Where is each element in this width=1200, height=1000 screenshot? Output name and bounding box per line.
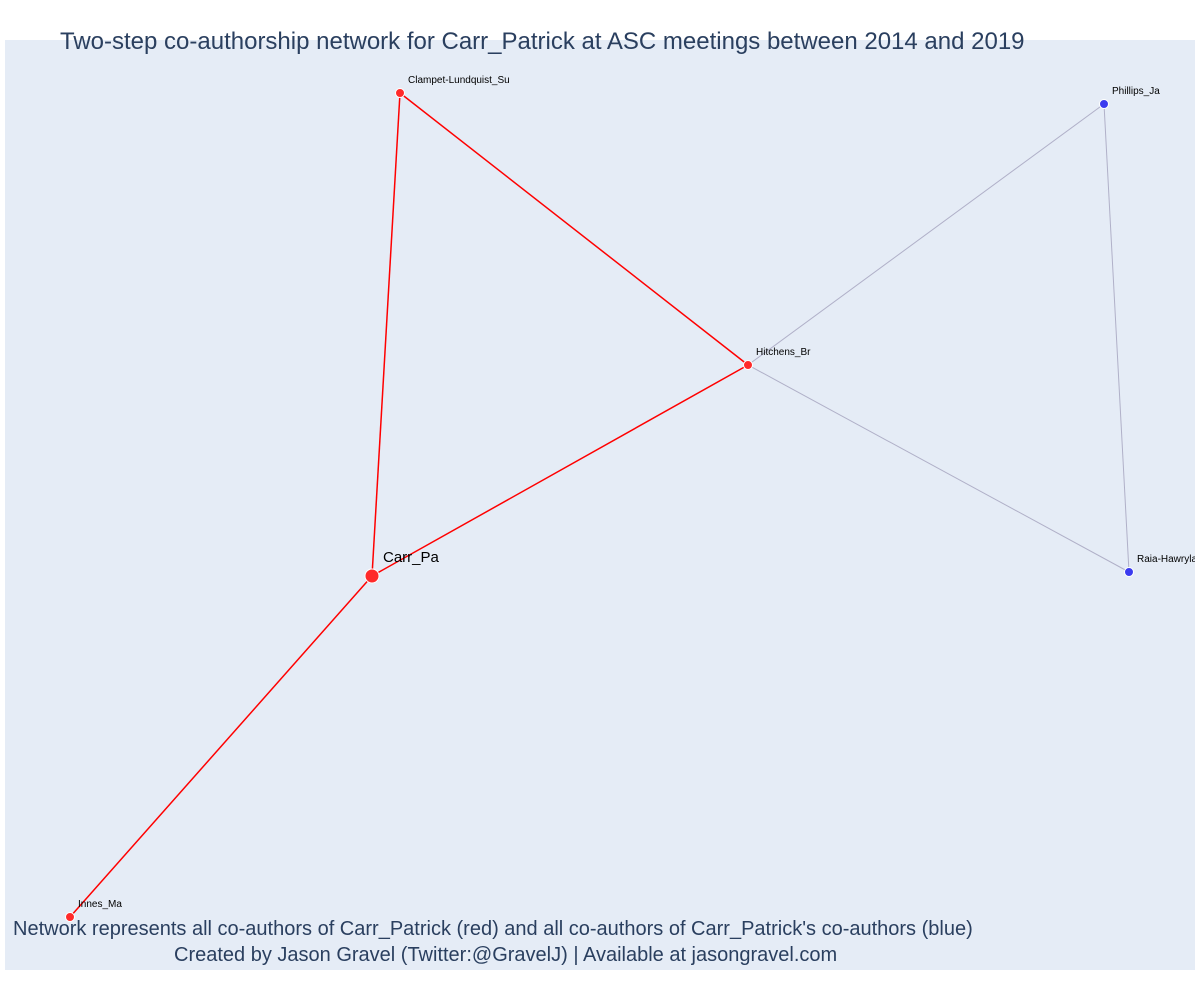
node-label-innes: Innes_Ma <box>78 899 122 910</box>
edges-layer <box>69 92 1130 918</box>
caption-line-2: Created by Jason Gravel (Twitter:@Gravel… <box>174 944 838 966</box>
edge-carr-hitchens <box>371 364 749 577</box>
nodes-layer <box>65 88 1134 922</box>
edge-hitchens-raia <box>747 364 1130 573</box>
node-carr[interactable] <box>364 568 380 584</box>
edge-carr-innes <box>69 575 373 918</box>
node-raia[interactable] <box>1124 567 1134 577</box>
node-label-raia: Raia-Hawrylak_Am <box>1137 554 1200 565</box>
edge-phillips-raia <box>1103 103 1130 573</box>
node-hitchens[interactable] <box>743 360 753 370</box>
node-label-phillips: Phillips_Ja <box>1112 86 1160 97</box>
node-phillips[interactable] <box>1099 99 1109 109</box>
node-label-hitchens: Hitchens_Br <box>756 347 811 358</box>
node-label-clampet: Clampet-Lundquist_Su <box>408 75 510 86</box>
labels-layer: Carr_Pa Clampet-Lundquist_SuHitchens_BrIn… <box>78 75 1200 910</box>
caption-line-1: Network represents all co-authors of Car… <box>13 918 973 940</box>
edge-hitchens-phillips <box>747 103 1105 366</box>
edge-clampet-hitchens <box>399 92 749 366</box>
chart-title: Two-step co-authorship network for Carr_… <box>60 28 1025 55</box>
node-label-carr: Carr_Pa <box>383 549 440 566</box>
edge-carr-clampet <box>371 92 401 577</box>
plot-area <box>5 40 1195 970</box>
node-clampet[interactable] <box>395 88 405 98</box>
node-innes[interactable] <box>65 912 75 922</box>
